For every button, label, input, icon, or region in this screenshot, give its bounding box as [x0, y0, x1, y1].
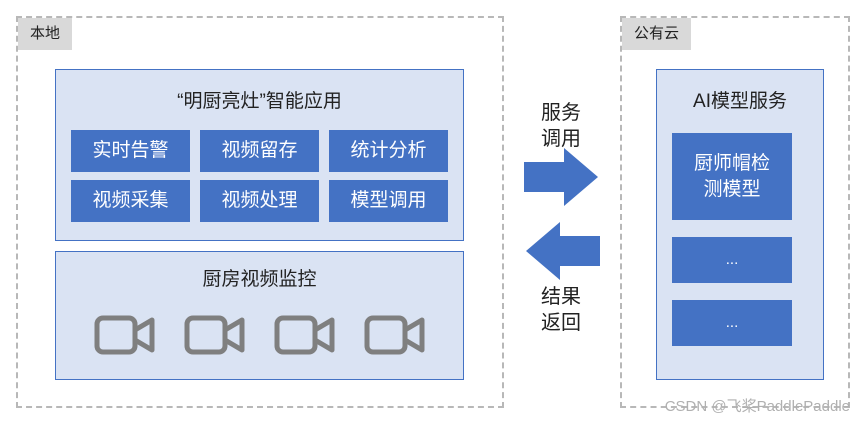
result-return-label-line2: 返回: [541, 312, 581, 334]
module-realtime-alert: 实时告警: [71, 130, 190, 172]
local-zone-label: 本地: [18, 18, 73, 50]
module-model-invocation: 模型调用: [329, 180, 448, 222]
camera-icon: [274, 315, 335, 355]
arrow-left-icon: [526, 222, 600, 280]
arrow-right-icon: [524, 148, 598, 206]
camera-icon: [184, 315, 245, 355]
model-placeholder: ...: [672, 237, 792, 283]
service-call-label-line2: 调用: [541, 128, 581, 150]
model-placeholder: ...: [672, 300, 792, 346]
ai-service-title: AI模型服务: [693, 91, 787, 112]
camera-icon: [94, 315, 155, 355]
result-return-label: 结果 返回: [526, 284, 596, 336]
service-call-label: 服务 调用: [526, 100, 596, 152]
cloud-zone-label: 公有云: [622, 18, 692, 50]
kitchen-monitor-title: 厨房视频监控: [202, 269, 317, 290]
chef-hat-detection-model: 厨师帽检 测模型: [672, 133, 792, 220]
module-video-processing: 视频处理: [200, 180, 319, 222]
model-name-line1: 厨师帽检: [693, 152, 770, 174]
module-statistics: 统计分析: [329, 130, 448, 172]
model-name-line2: 测模型: [703, 178, 761, 200]
module-video-retention: 视频留存: [200, 130, 319, 172]
cloud-zone: 公有云: [620, 16, 850, 408]
local-zone: 本地: [16, 16, 504, 408]
result-return-label-line1: 结果: [541, 286, 581, 308]
module-video-capture: 视频采集: [71, 180, 190, 222]
service-call-label-line1: 服务: [541, 102, 581, 124]
camera-icon: [364, 315, 425, 355]
smart-app-title: “明厨亮灶”智能应用: [177, 91, 342, 112]
watermark: CSDN @飞桨PaddlePaddle: [664, 398, 850, 415]
